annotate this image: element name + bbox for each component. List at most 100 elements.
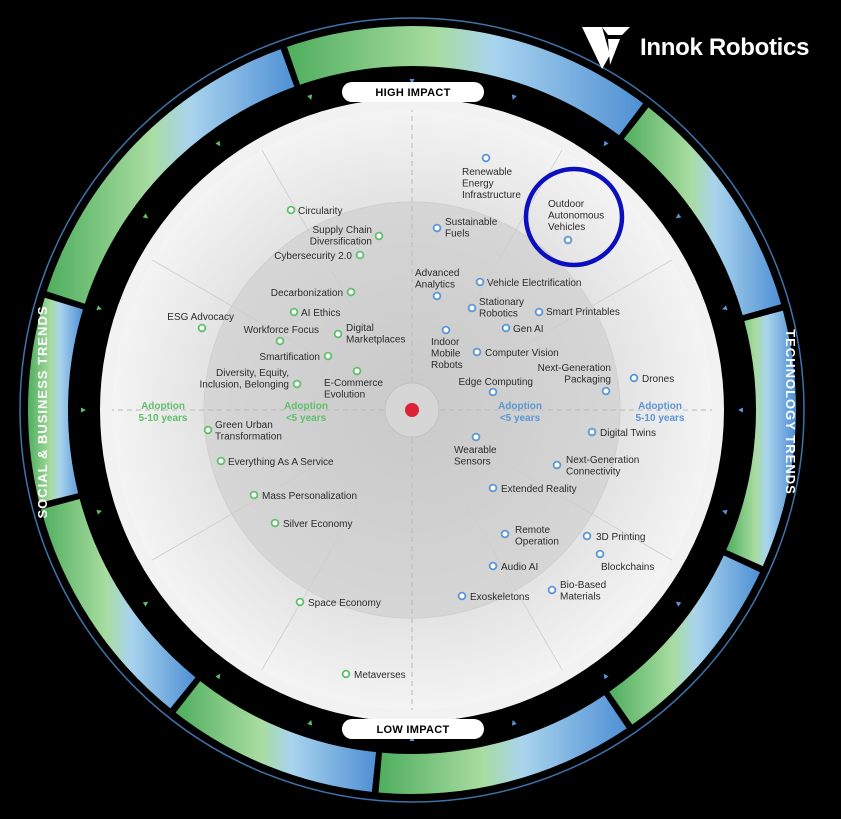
technology-trend-marker <box>582 531 592 541</box>
technology-trend-item: Exoskeletons <box>457 591 529 603</box>
social-trend-item: Everything As A Service <box>216 456 334 468</box>
technology-trend-label: Exoskeletons <box>470 592 529 603</box>
social-trend-label: Diversity, Equity,Inclusion, Belonging <box>199 368 289 391</box>
social-trend-marker <box>270 518 280 528</box>
technology-trend-item: Smart Printables <box>534 307 620 318</box>
adoption-inner-right: Adoption<5 years <box>498 401 542 424</box>
social-trend-marker <box>275 336 285 346</box>
social-trend-label: Cybersecurity 2.0 <box>274 251 352 262</box>
spoke-line <box>261 149 399 386</box>
social-trend-marker <box>333 329 343 339</box>
ring-arrow-icon <box>603 140 609 147</box>
highlight-circle <box>523 166 625 268</box>
technology-trend-label: Audio AI <box>501 562 538 573</box>
ring-arrow-icon <box>96 509 102 515</box>
technology-trend-marker <box>629 373 639 383</box>
social-trend-marker <box>346 287 356 297</box>
technology-trend-item: Computer Vision <box>472 347 559 359</box>
technology-trend-marker <box>457 591 467 601</box>
technology-trend-item: Edge Computing <box>459 377 533 397</box>
technology-trend-marker <box>547 585 557 595</box>
social-trend-item: Circularity <box>286 205 342 217</box>
technology-trend-item: Digital Twins <box>587 427 656 439</box>
ring-arrow-icon <box>675 601 682 607</box>
spoke-line <box>425 149 563 386</box>
social-trend-item: ESG Advocacy <box>167 312 234 333</box>
technology-trend-marker <box>488 387 498 397</box>
ring-arrow-icon <box>722 305 728 311</box>
technology-trend-item: Vehicle Electrification <box>475 277 582 289</box>
social-trend-item: Diversity, Equity,Inclusion, Belonging <box>199 368 302 391</box>
ring-arrow-icon <box>81 407 86 413</box>
spoke-line <box>425 434 563 671</box>
social-trend-label: Mass Personalization <box>262 491 357 502</box>
ring-arrow-icon <box>722 509 728 515</box>
brand-name: Innok Robotics <box>640 34 810 61</box>
technology-trend-label: Computer Vision <box>485 348 559 359</box>
technology-trend-label: Gen AI <box>513 324 544 335</box>
social-trend-item: Smartification <box>259 351 333 363</box>
spoke-line <box>151 423 388 561</box>
technology-trend-marker <box>432 223 442 233</box>
social-trend-marker <box>286 205 296 215</box>
technology-trend-marker <box>481 153 491 163</box>
social-trend-marker <box>292 379 302 389</box>
technology-trend-marker <box>563 235 573 245</box>
social-trend-label: Everything As A Service <box>228 457 334 468</box>
technology-trends-label: TECHNOLOGY TRENDS <box>783 329 798 495</box>
social-trend-label: Space Economy <box>308 598 381 609</box>
technology-trend-item: Gen AI <box>501 323 544 335</box>
ring-segment <box>286 26 644 136</box>
technology-trend-marker <box>467 303 477 313</box>
social-trend-item: Silver Economy <box>270 518 352 530</box>
technology-trend-item: Drones <box>629 373 674 385</box>
ring-arrow-icon <box>675 213 682 219</box>
ring-arrow-icon <box>215 140 221 147</box>
social-trend-label: AI Ethics <box>301 308 340 319</box>
high-impact-pill <box>342 82 484 102</box>
social-trend-marker <box>352 366 362 376</box>
social-trend-marker <box>216 456 226 466</box>
technology-trend-marker <box>475 277 485 287</box>
technology-trend-marker <box>472 347 482 357</box>
adoption-inner-left: Adoption<5 years <box>284 401 328 424</box>
technology-trend-label: Extended Reality <box>501 484 577 495</box>
technology-trend-label: Smart Printables <box>546 307 620 318</box>
technology-trend-marker <box>534 307 544 317</box>
ring-arrow-icon <box>142 213 149 219</box>
technology-trend-marker <box>501 323 511 333</box>
ring-segment <box>378 695 627 794</box>
ring-segment <box>623 107 782 316</box>
ring-arrow-icon <box>603 673 609 680</box>
technology-trend-label: Vehicle Electrification <box>487 278 582 289</box>
technology-trend-marker <box>441 325 451 335</box>
technology-trend-item: Extended Reality <box>488 483 577 495</box>
spoke-line <box>261 434 399 671</box>
social-trend-marker <box>289 307 299 317</box>
social-trend-label: Workforce Focus <box>244 325 319 336</box>
social-trend-label: Silver Economy <box>283 519 352 530</box>
social-trends-label: SOCIAL & BUSINESS TRENDS <box>35 305 50 518</box>
spoke-line <box>151 259 388 397</box>
ring-arrow-icon <box>307 94 313 100</box>
social-trend-marker <box>355 250 365 260</box>
ring-arrow-icon <box>738 407 743 413</box>
social-trend-item: Mass Personalization <box>249 490 357 502</box>
ring-arrow-icon <box>511 94 517 100</box>
